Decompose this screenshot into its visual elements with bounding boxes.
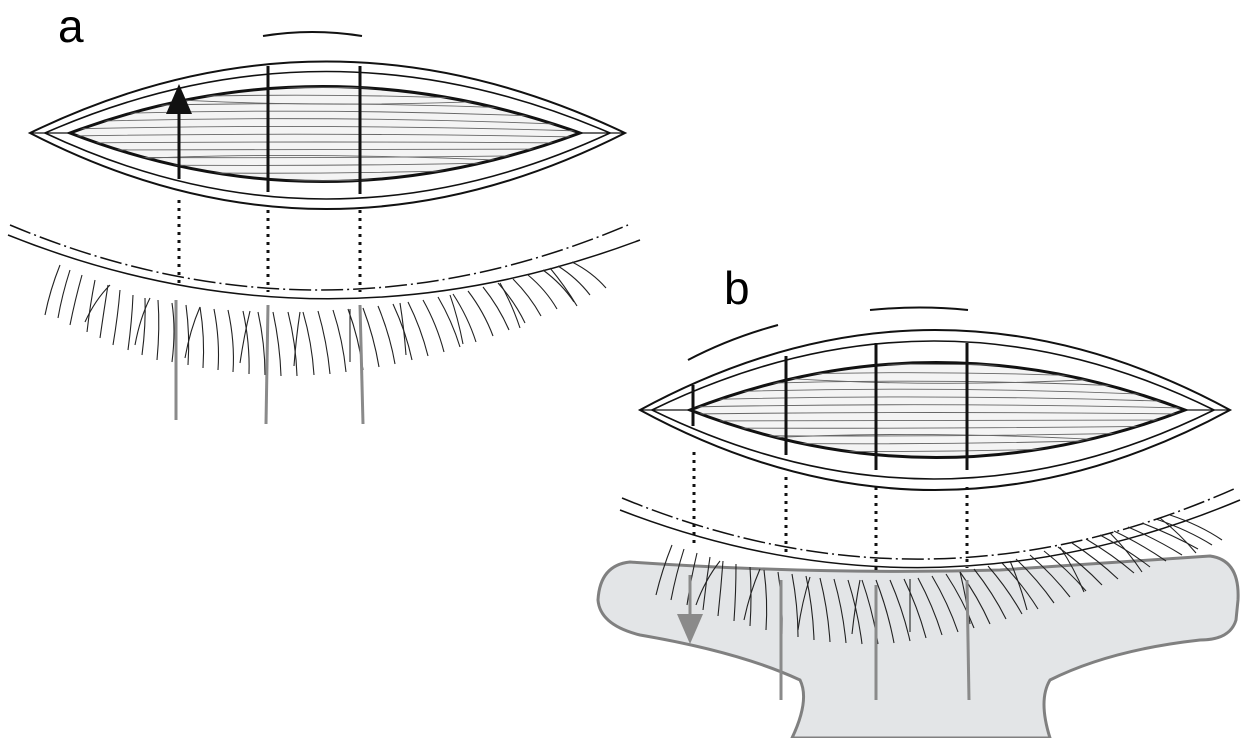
panel-a-label: a	[58, 0, 84, 52]
panel-b-bracket-right	[870, 308, 968, 311]
panel-a-eyelashes	[45, 262, 606, 376]
panel-a-gray-guides	[176, 300, 363, 424]
panel-b-label: b	[724, 262, 750, 314]
panel-a-dotted-guides	[179, 200, 360, 292]
panel-a: a	[8, 0, 640, 424]
panel-b-eyelid-margin	[620, 488, 1240, 568]
panel-b: b	[598, 262, 1240, 738]
panel-a-bracket	[263, 32, 362, 36]
panel-b-bracket-left	[688, 325, 778, 360]
panel-b-shield	[598, 556, 1238, 738]
panel-a-eyelid-margin	[8, 225, 640, 299]
